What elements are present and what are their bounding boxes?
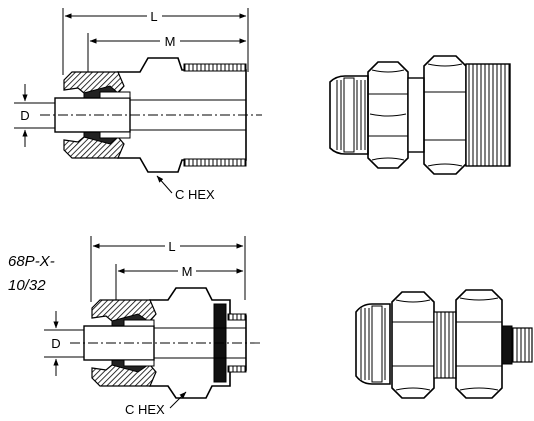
dimension-m-label: M <box>165 34 176 49</box>
dimension-d-label: D <box>20 108 29 123</box>
dimension-l: L <box>92 239 244 254</box>
fitting-1-section: L M D <box>14 8 262 202</box>
fitting-1-exterior <box>329 55 511 175</box>
dimension-l-label: L <box>150 9 157 24</box>
thread-top <box>183 63 247 72</box>
knurled-end <box>355 303 391 385</box>
dimension-d: D <box>14 84 60 147</box>
thread-bottom <box>227 365 247 373</box>
thread-bottom <box>183 158 247 167</box>
fitting-2-exterior <box>355 289 533 399</box>
dimension-m-label: M <box>182 264 193 279</box>
hex-leader <box>156 175 173 194</box>
hex-nut <box>391 291 435 399</box>
thread-top <box>227 313 247 321</box>
hex-label: C HEX <box>175 187 215 202</box>
part-label-line1: 68P-X- <box>8 253 55 270</box>
dimension-m: M <box>89 34 247 49</box>
hex-leader <box>169 391 187 409</box>
body-hex <box>423 55 467 175</box>
hex-label: C HEX <box>125 402 165 417</box>
male-thread <box>511 327 533 363</box>
dimension-m: M <box>117 264 244 279</box>
dimension-d: D <box>44 311 90 376</box>
tube-insert-top <box>99 91 131 99</box>
part-label-line2: 10/32 <box>8 277 46 294</box>
hex-nut <box>367 61 409 169</box>
body-hex <box>455 289 503 399</box>
fitting-2-section: 68P-X- 10/32 L M D <box>8 236 262 417</box>
dimension-l-label: L <box>168 239 175 254</box>
dimension-d-label: D <box>51 336 60 351</box>
tube-insert-bottom <box>99 131 131 139</box>
o-ring <box>501 325 513 365</box>
pipe-thread <box>465 63 511 167</box>
dimension-l: L <box>64 9 247 24</box>
